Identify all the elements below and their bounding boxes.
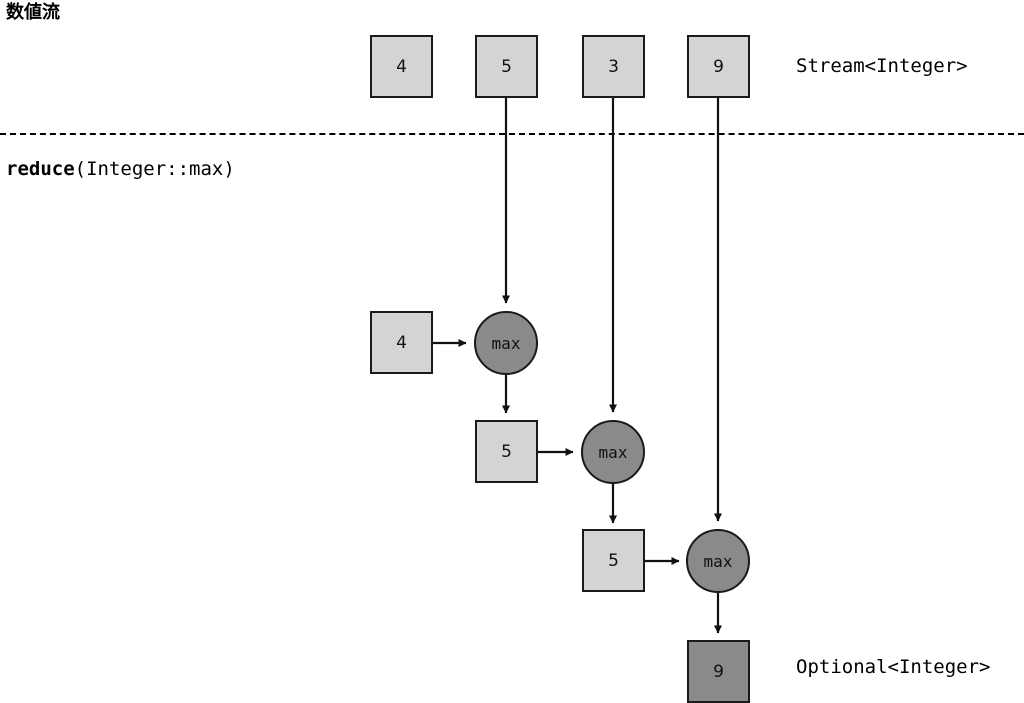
stream-element-value: 5 [501,56,512,77]
final-result: 9 [687,640,750,703]
accumulator-seed-value: 4 [396,332,407,353]
intermediate-result-value: 5 [608,550,619,571]
page-title: 数値流 [6,2,60,23]
operator-max: max [581,420,645,484]
intermediate-result-value: 5 [501,441,512,462]
phase-divider [0,133,1024,135]
stream-element: 9 [687,35,750,98]
stream-element: 3 [582,35,645,98]
stream-element-value: 9 [713,56,724,77]
intermediate-result: 5 [582,529,645,592]
operator-label: max [598,442,628,462]
final-result-value: 9 [713,661,724,682]
operator-max: max [474,311,538,375]
operation-label: reduce(Integer::max) [6,157,235,181]
operator-label: max [703,551,733,571]
operation-args: (Integer::max) [74,158,235,180]
accumulator-seed: 4 [370,311,433,374]
stream-element-value: 3 [608,56,619,77]
stream-type-label: Stream<Integer> [796,55,968,77]
stream-element: 4 [370,35,433,98]
result-type-label: Optional<Integer> [796,656,991,678]
intermediate-result: 5 [475,420,538,483]
operation-name: reduce [6,158,75,180]
stream-element-value: 4 [396,56,407,77]
stream-element: 5 [475,35,538,98]
operator-label: max [491,333,521,353]
operator-max: max [686,529,750,593]
